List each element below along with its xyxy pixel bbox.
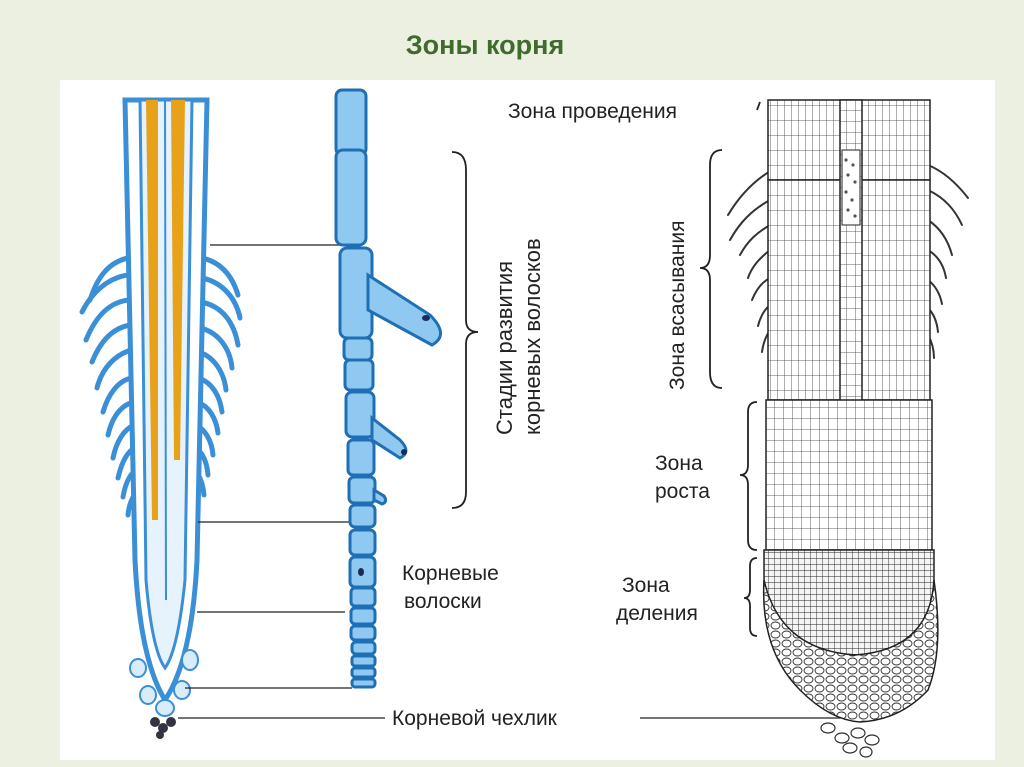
vascular-strand-left xyxy=(146,100,158,520)
division-zone-label-line-2: деления xyxy=(616,602,698,625)
growth-zone-label-line-2: роста xyxy=(655,480,710,503)
stages-label-line-2: корневых волосков xyxy=(520,238,545,435)
root-hairs-label-line-2: волоски xyxy=(404,590,482,613)
zone-brackets xyxy=(699,101,761,637)
slide-title: Зоны корня xyxy=(405,30,565,60)
vessel-dots xyxy=(844,158,857,218)
cap-loose-cells xyxy=(820,722,880,758)
stages-label-group: Стадии развития корневых волосков xyxy=(492,238,545,435)
connector-lines xyxy=(178,244,845,719)
absorption-zone-label: Зона всасывания xyxy=(666,221,689,390)
stages-bracket xyxy=(451,151,479,509)
root-cap-left xyxy=(129,649,199,717)
blue-root xyxy=(79,97,243,739)
root-tip-dark xyxy=(150,717,176,739)
vascular-strand-right xyxy=(171,100,185,460)
epidermis-strip xyxy=(334,88,442,689)
cell-nuclei xyxy=(358,315,430,576)
stages-label-line-1: Стадии развития xyxy=(492,261,517,435)
growth-zone-label-line-1: Зона xyxy=(655,452,703,475)
root-hairs-label-line-1: Корневые xyxy=(402,562,499,585)
conduction-zone-label: Зона проведения xyxy=(508,100,677,123)
cellular-root xyxy=(727,99,969,758)
division-zone-label-line-1: Зона xyxy=(622,574,670,597)
root-cap-label: Корневой чехлик xyxy=(392,707,558,730)
